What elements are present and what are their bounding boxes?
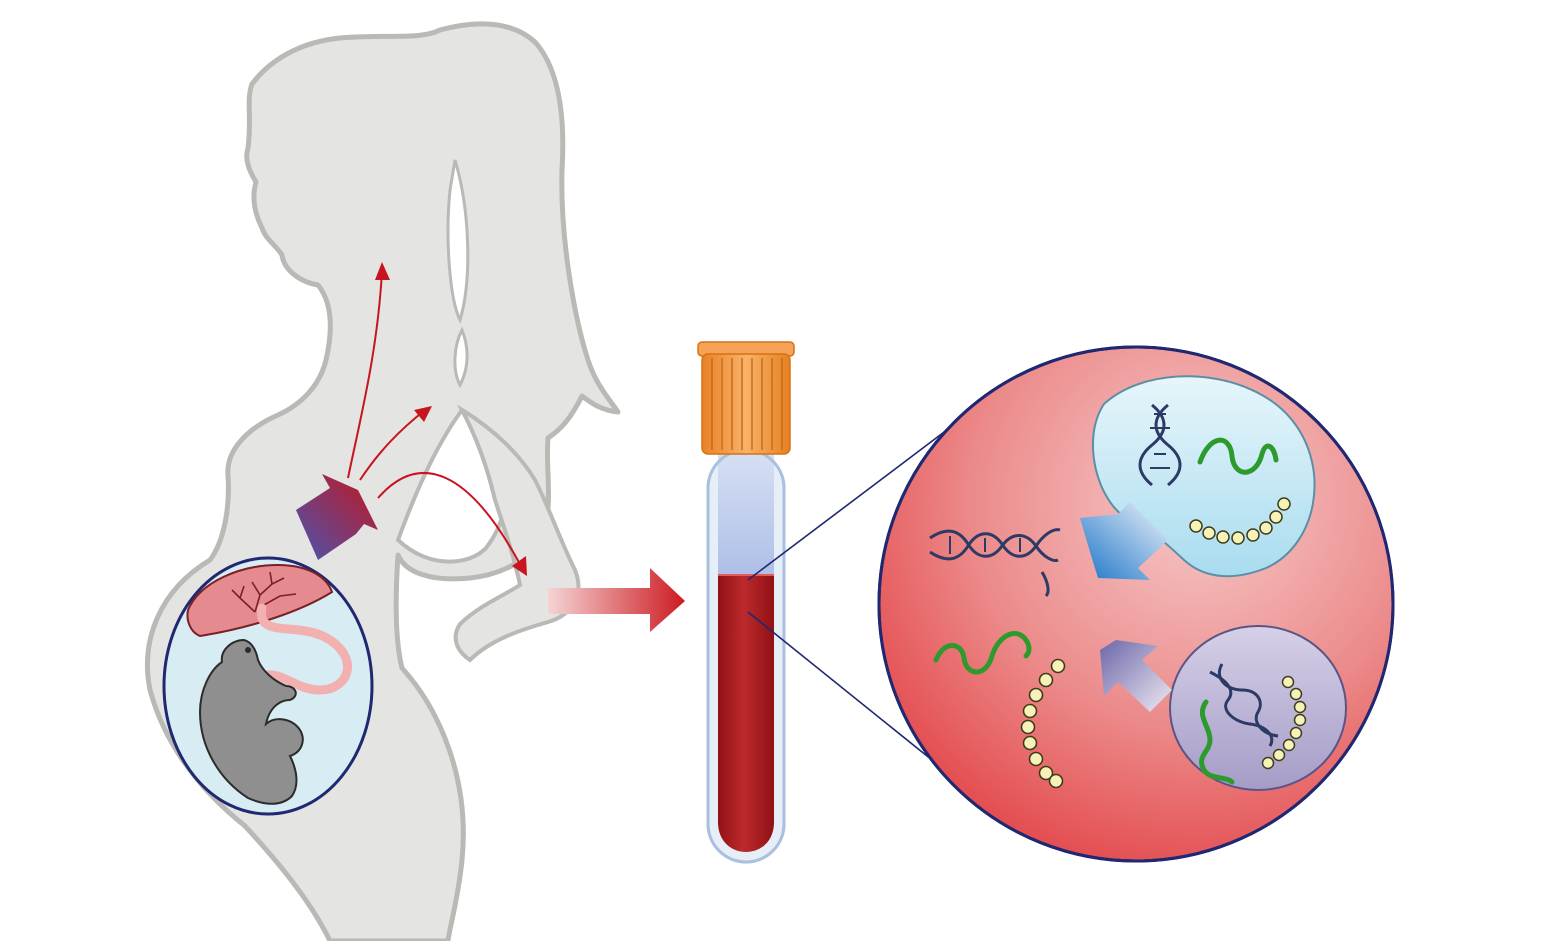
tube-cap-icon <box>697 341 795 455</box>
blood-draw-arrow-icon <box>548 568 685 632</box>
pregnant-woman-silhouette-icon <box>145 21 621 941</box>
cell-free-protein-icon <box>1020 658 1066 789</box>
rna-strand-icon <box>1199 699 1235 785</box>
fetus-icon <box>198 638 304 805</box>
magnified-plasma-circle-icon <box>877 345 1395 863</box>
umbilical-cord-icon <box>257 603 352 695</box>
circulation-arrowheads-icon <box>375 262 527 576</box>
protein-beads-icon <box>1261 675 1307 770</box>
cell-free-rna-icon <box>933 631 1032 675</box>
womb-with-fetus-icon <box>162 556 374 816</box>
protein-beads-icon <box>1189 497 1291 545</box>
zoom-lines-icon <box>747 419 961 761</box>
placenta-to-blood-arrow-icon <box>296 474 378 560</box>
placenta-vessels-icon <box>231 571 297 613</box>
circulation-arrows-icon <box>347 269 523 569</box>
dna-helix-icon <box>1209 663 1279 747</box>
maternal-cell-icon <box>1169 625 1347 791</box>
cell-free-dna-icon <box>929 528 1061 598</box>
blood-sediment-icon <box>718 575 774 852</box>
blood-tube-icon <box>697 341 795 864</box>
dna-helix-icon <box>1138 403 1182 487</box>
placenta-icon <box>186 563 334 638</box>
fetal-release-arrow-icon <box>1080 502 1168 580</box>
rna-strand-icon <box>1197 437 1279 475</box>
maternal-release-arrow-icon <box>1100 640 1172 712</box>
